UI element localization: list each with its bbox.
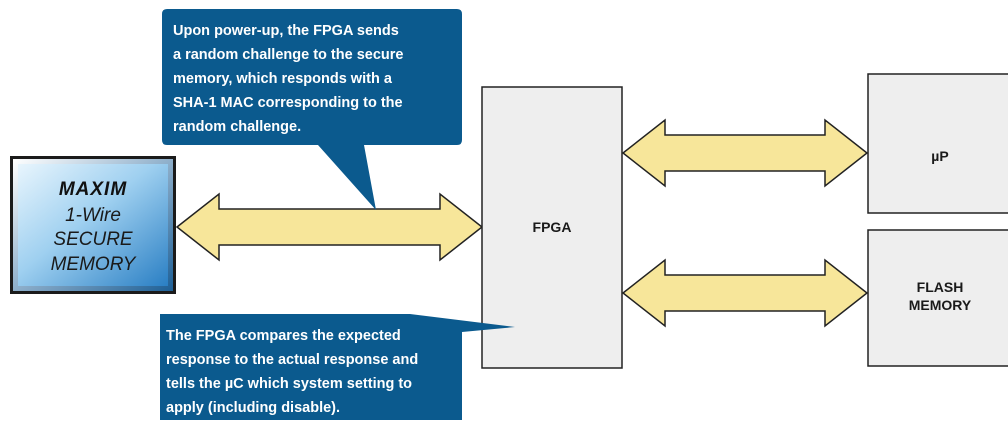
chip-fpga-arrow xyxy=(175,192,484,262)
callout-line: random challenge. xyxy=(173,119,301,135)
callout-line: Upon power-up, the FPGA sends xyxy=(173,23,399,39)
fpga-block xyxy=(481,86,623,369)
callout-line: a random challenge to the secure xyxy=(173,47,403,63)
power-up-callout-text: Upon power-up, the FPGA sends a random c… xyxy=(173,23,408,135)
compare-response-callout-text: The FPGA compares the expected response … xyxy=(166,328,422,416)
callout-line: SHA-1 MAC corresponding to the xyxy=(173,95,403,111)
maxim-logo: MAXIM xyxy=(59,179,128,200)
callout-line: tells the µC which system setting to xyxy=(166,376,412,392)
flash-memory-label-line2: MEMORY xyxy=(909,297,972,313)
chip-line-memory: MEMORY xyxy=(51,254,137,275)
fpga-up-arrow xyxy=(621,118,869,188)
callout-line: response to the actual response and xyxy=(166,352,418,368)
compare-response-callout: The FPGA compares the expected response … xyxy=(160,314,515,420)
fpga-flash-arrow xyxy=(621,258,869,328)
microprocessor-label: µP xyxy=(931,148,948,164)
chip-line-secure: SECURE xyxy=(53,229,133,250)
flash-memory-label-line1: FLASH xyxy=(917,279,964,295)
microprocessor-block xyxy=(867,73,1008,214)
secure-memory-chip: MAXIM 1-Wire SECURE MEMORY xyxy=(10,156,176,294)
callout-line: apply (including disable). xyxy=(166,400,340,416)
chip-line-1wire: 1-Wire xyxy=(65,205,121,226)
callout-line: The FPGA compares the expected xyxy=(166,328,401,344)
fpga-label: FPGA xyxy=(533,219,572,235)
power-up-callout: Upon power-up, the FPGA sends a random c… xyxy=(162,9,462,210)
flash-memory-block xyxy=(867,229,1008,367)
callout-line: memory, which responds with a xyxy=(173,71,393,87)
